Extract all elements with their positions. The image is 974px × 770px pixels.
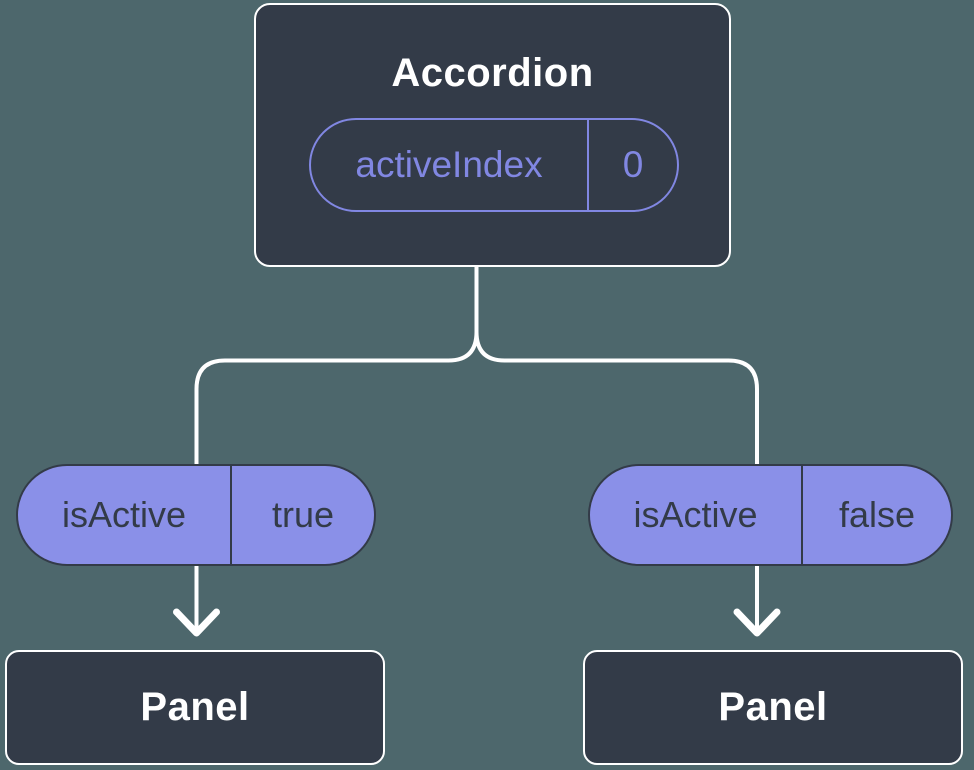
state-pill: activeIndex 0 xyxy=(309,118,679,212)
prop-pill-right-value: false xyxy=(838,494,916,535)
connector-right-branch xyxy=(474,263,759,631)
panel-node-right: Panel xyxy=(583,650,963,765)
panel-node-left: Panel xyxy=(5,650,385,765)
state-pill-label: activeIndex xyxy=(311,120,589,210)
connector-left-branch xyxy=(194,263,479,631)
accordion-node-title: Accordion xyxy=(391,51,594,95)
accordion-node: Accordion activeIndex 0 xyxy=(254,3,731,267)
arrow-down-right-icon xyxy=(733,608,781,637)
arrow-down-left-icon xyxy=(173,608,220,637)
panel-node-right-title: Panel xyxy=(718,685,828,729)
prop-pill-left: isActive true xyxy=(16,464,376,566)
prop-pill-right-label: isActive xyxy=(590,466,803,564)
prop-pill-left-label: isActive xyxy=(18,466,232,564)
state-pill-value: 0 xyxy=(622,144,644,185)
panel-node-left-title: Panel xyxy=(140,685,250,729)
prop-pill-left-value: true xyxy=(271,494,335,535)
prop-pill-right: isActive false xyxy=(588,464,953,566)
